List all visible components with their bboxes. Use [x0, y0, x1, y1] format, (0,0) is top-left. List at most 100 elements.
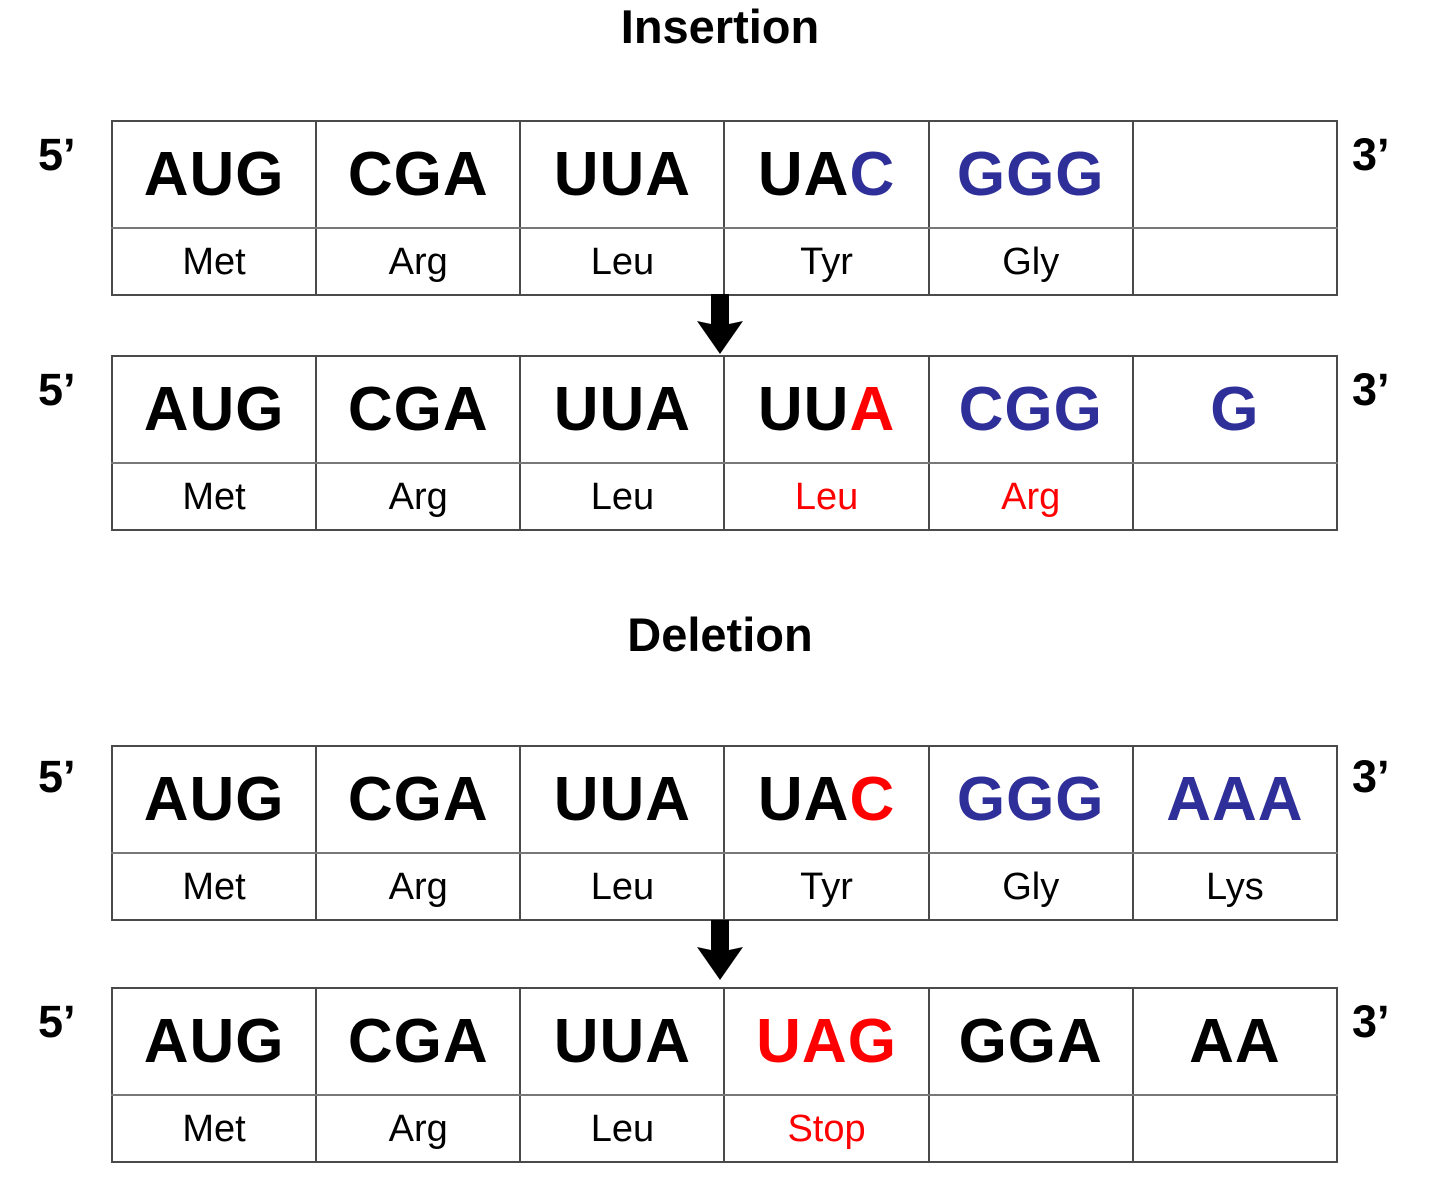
- amino-acid-label: Arg: [1001, 475, 1061, 518]
- codon-cell: UUA: [519, 987, 726, 1096]
- nucleotide-segment: AUG: [143, 764, 285, 834]
- amino-acid-cell: Arg: [927, 462, 1134, 531]
- codon-cell: CGG: [927, 355, 1134, 464]
- amino-acid-label: Gly: [1002, 240, 1060, 283]
- codon-cell: UAC: [723, 745, 930, 854]
- amino-acid-cell: Met: [110, 462, 318, 531]
- nucleotide-segment: UUA: [553, 1006, 692, 1076]
- five-prime-label-deletion-before: 5’: [38, 751, 76, 802]
- amino-acid-label: Met: [182, 475, 246, 518]
- nucleotide-segment: CGA: [347, 1006, 489, 1076]
- amino-acid-cell: Arg: [315, 852, 522, 921]
- amino-acid-cell: Met: [110, 227, 318, 296]
- amino-acid-cell: Leu: [519, 852, 726, 921]
- nucleotide-segment: UU: [757, 374, 850, 444]
- amino-acid-cell: Leu: [519, 1094, 726, 1163]
- nucleotide-segment: CGG: [958, 374, 1103, 444]
- codon-cell: UAC: [723, 120, 930, 229]
- amino-acid-cell: Met: [110, 1094, 318, 1163]
- amino-acid-cell: Arg: [315, 462, 522, 531]
- codon-cell: AUG: [110, 987, 318, 1096]
- three-prime-label-insertion-before: 3’: [1352, 129, 1390, 180]
- codon-cell: CGA: [315, 987, 522, 1096]
- amino-acid-cell: Gly: [927, 227, 1134, 296]
- codon-cell: AUG: [110, 355, 318, 464]
- nucleotide-segment: UA: [757, 764, 850, 834]
- nucleotide-segment: GGG: [956, 139, 1105, 209]
- five-prime-label-deletion-after: 5’: [38, 996, 76, 1047]
- nucleotide-segment: AUG: [143, 139, 285, 209]
- nucleotide-segment: GGG: [956, 764, 1105, 834]
- codon-cell: CGA: [315, 355, 522, 464]
- nucleotide-segment: UA: [757, 139, 850, 209]
- amino-acid-label: Arg: [388, 240, 448, 283]
- amino-acid-label: Leu: [590, 475, 655, 518]
- nucleotide-segment: UUA: [553, 374, 692, 444]
- amino-acid-label: Gly: [1002, 865, 1060, 908]
- amino-acid-cell: [1131, 227, 1338, 296]
- amino-acid-cell: Leu: [519, 227, 726, 296]
- amino-acid-label: Leu: [794, 475, 859, 518]
- amino-acid-cell: Leu: [519, 462, 726, 531]
- amino-acid-label: Tyr: [800, 865, 853, 908]
- codon-cell: UUA: [519, 120, 726, 229]
- codon-cell: UAG: [723, 987, 930, 1096]
- amino-acid-label: Arg: [388, 475, 448, 518]
- amino-acid-row: Met Arg Leu Leu Arg: [110, 462, 1338, 531]
- amino-acid-label: Arg: [388, 865, 448, 908]
- codon-cell: AAA: [1131, 745, 1338, 854]
- nucleotide-segment: G: [1210, 374, 1260, 444]
- nucleotide-row: AUG CGA UUA UAG GGA AA: [110, 987, 1338, 1096]
- section-title-deletion: Deletion: [627, 608, 813, 661]
- nucleotide-row: AUG CGA UUA UUA CGG G: [110, 355, 1338, 464]
- nucleotide-row: AUG CGA UUA UAC GGG AAA: [110, 745, 1338, 854]
- amino-acid-cell: [1131, 462, 1338, 531]
- codon-cell: UUA: [519, 745, 726, 854]
- amino-acid-cell: [927, 1094, 1134, 1163]
- amino-acid-row: Met Arg Leu Tyr Gly: [110, 227, 1338, 296]
- amino-acid-label: Leu: [590, 240, 655, 283]
- nucleotide-segment: CGA: [347, 374, 489, 444]
- codon-cell: [1131, 120, 1338, 229]
- amino-acid-label: Met: [182, 240, 246, 283]
- nucleotide-segment: C: [849, 764, 896, 834]
- three-prime-label-deletion-after: 3’: [1352, 996, 1390, 1047]
- amino-acid-label: Leu: [590, 1107, 655, 1150]
- codon-cell: UUA: [519, 355, 726, 464]
- amino-acid-cell: [1131, 1094, 1338, 1163]
- five-prime-label-insertion-before: 5’: [38, 129, 76, 180]
- codon-table-insertion-before: AUG CGA UUA UAC GGG Met Arg Leu Tyr Gly: [110, 120, 1338, 296]
- amino-acid-cell: Tyr: [723, 852, 930, 921]
- amino-acid-cell: Arg: [315, 227, 522, 296]
- nucleotide-row: AUG CGA UUA UAC GGG: [110, 120, 1338, 229]
- nucleotide-segment: CGA: [347, 764, 489, 834]
- five-prime-label-insertion-after: 5’: [38, 364, 76, 415]
- nucleotide-segment: GGA: [958, 1006, 1103, 1076]
- down-arrow-icon-deletion: [681, 920, 759, 982]
- amino-acid-cell: Lys: [1131, 852, 1338, 921]
- nucleotide-segment: UUA: [553, 139, 692, 209]
- nucleotide-segment: C: [849, 139, 896, 209]
- nucleotide-segment: AA: [1189, 1006, 1281, 1076]
- three-prime-label-insertion-after: 3’: [1352, 364, 1390, 415]
- amino-acid-label: Tyr: [800, 240, 853, 283]
- nucleotide-segment: AUG: [143, 1006, 285, 1076]
- amino-acid-cell: Arg: [315, 1094, 522, 1163]
- codon-table-deletion-before: AUG CGA UUA UAC GGG AAA Met Arg Leu Tyr Gly Lys: [110, 745, 1338, 921]
- codon-cell: GGA: [927, 987, 1134, 1096]
- nucleotide-segment: CGA: [347, 139, 489, 209]
- codon-cell: CGA: [315, 745, 522, 854]
- amino-acid-label: Met: [182, 865, 246, 908]
- nucleotide-segment: AAA: [1166, 764, 1304, 834]
- nucleotide-segment: A: [849, 374, 896, 444]
- three-prime-label-deletion-before: 3’: [1352, 751, 1390, 802]
- amino-acid-label: Met: [182, 1107, 246, 1150]
- nucleotide-segment: UAG: [756, 1006, 897, 1076]
- amino-acid-label: Leu: [590, 865, 655, 908]
- nucleotide-segment: UUA: [553, 764, 692, 834]
- codon-cell: AA: [1131, 987, 1338, 1096]
- codon-cell: G: [1131, 355, 1338, 464]
